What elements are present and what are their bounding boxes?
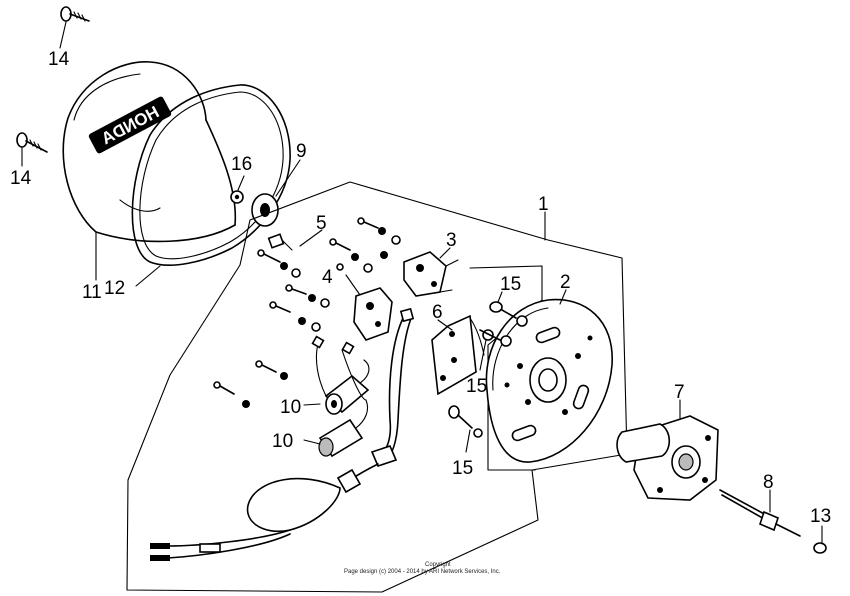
callout-15-middle: 15: [466, 376, 487, 397]
callout-8: 8: [763, 472, 774, 493]
callout-14-lower: 14: [10, 168, 32, 189]
advancer-bolt: [719, 489, 801, 537]
base-plate: [431, 314, 485, 396]
cover-screw-lower: [16, 132, 48, 153]
condenser-lower: [318, 341, 369, 458]
washer: [813, 542, 827, 554]
callout-10-lower: 10: [272, 431, 293, 452]
callout-labels: 1 2 3 4 5 6 7 8 9 10 10 11 12 13 14 14 1…: [10, 49, 831, 527]
plate-screw-upper: [489, 301, 528, 327]
cover-grommet: [251, 193, 279, 227]
contact-point-upper: [403, 251, 459, 297]
callout-12: 12: [104, 278, 125, 299]
lead-wires: [150, 307, 415, 561]
cover-gasket: [131, 84, 291, 266]
contact-point-lower: [353, 287, 393, 341]
callout-1: 1: [538, 194, 549, 215]
cover-logo: HONDA: [88, 96, 172, 154]
callout-6: 6: [432, 302, 443, 323]
copyright-notice: Copyright Page design (c) 2004 - 2014 by…: [344, 562, 501, 575]
cover-screw: [230, 190, 244, 204]
plate-screw-middle: [479, 329, 512, 347]
callout-7: 7: [674, 382, 685, 403]
leader-lines: [21, 21, 823, 545]
callout-15-lower: 15: [452, 458, 473, 479]
callout-2: 2: [560, 272, 571, 293]
spark-advancer: [616, 415, 719, 501]
hardware-set: [213, 217, 401, 408]
callout-10-upper: 10: [280, 397, 301, 418]
copyright-line-2: Page design (c) 2004 - 2014 by ARI Netwo…: [344, 569, 501, 575]
breaker-plate: [485, 298, 613, 463]
callout-9: 9: [296, 141, 307, 162]
callout-16: 16: [231, 154, 252, 175]
callout-11: 11: [82, 282, 102, 303]
callout-14-upper: 14: [48, 49, 70, 70]
callout-13: 13: [810, 506, 831, 527]
callout-15-upper: 15: [500, 274, 521, 295]
copyright-line-1: Copyright: [425, 562, 451, 568]
callout-3: 3: [446, 230, 457, 251]
point-cover: HONDA: [62, 61, 237, 243]
callout-5: 5: [316, 213, 327, 234]
cover-screw-upper: [60, 6, 90, 22]
callout-4: 4: [322, 267, 333, 288]
condenser-upper: [311, 335, 370, 415]
plate-screw-lower: [448, 405, 483, 438]
